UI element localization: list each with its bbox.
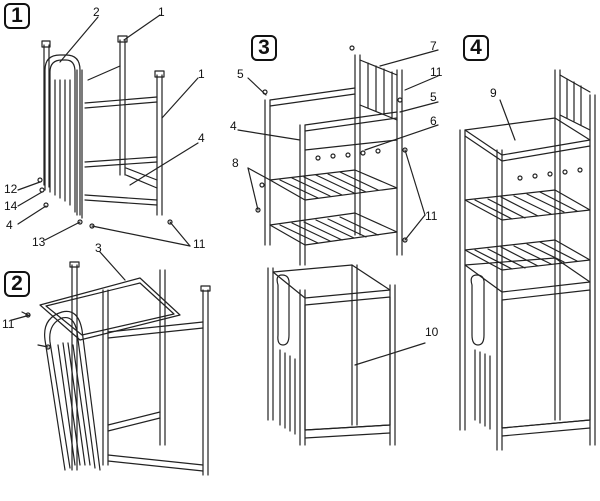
callout-part-4: 4 — [230, 119, 237, 133]
callout-part-3: 3 — [95, 241, 102, 255]
callout-part-10: 10 — [425, 325, 439, 339]
callout-part-6: 6 — [430, 114, 437, 128]
callout-part-1: 1 — [158, 5, 165, 19]
callout-part-7: 7 — [430, 39, 437, 53]
step-number-1: 1 — [4, 3, 30, 29]
step-number-3: 3 — [251, 35, 277, 61]
callout-part-11: 11 — [425, 209, 438, 223]
callout-part-11: 11 — [2, 317, 15, 331]
callout-part-5: 5 — [237, 67, 244, 81]
callout-part-11: 11 — [193, 237, 206, 251]
step2-drawing — [12, 252, 210, 475]
callout-part-4: 4 — [198, 131, 205, 145]
callout-part-14: 14 — [4, 199, 18, 213]
step1-drawing — [18, 15, 198, 246]
callout-part-2: 2 — [93, 5, 100, 19]
step-number-2: 2 — [4, 271, 30, 297]
callout-part-13: 13 — [32, 235, 46, 249]
callout-part-8: 8 — [232, 156, 239, 170]
callout-part-12: 12 — [4, 182, 18, 196]
step-number-4: 4 — [463, 35, 489, 61]
callout-part-4: 4 — [6, 218, 13, 232]
step4-drawing — [460, 70, 595, 450]
step3-drawing — [238, 45, 438, 445]
callout-part-9: 9 — [490, 86, 497, 100]
callout-part-1: 1 — [198, 67, 205, 81]
callout-part-11: 11 — [430, 65, 443, 79]
callout-part-5: 5 — [430, 90, 437, 104]
